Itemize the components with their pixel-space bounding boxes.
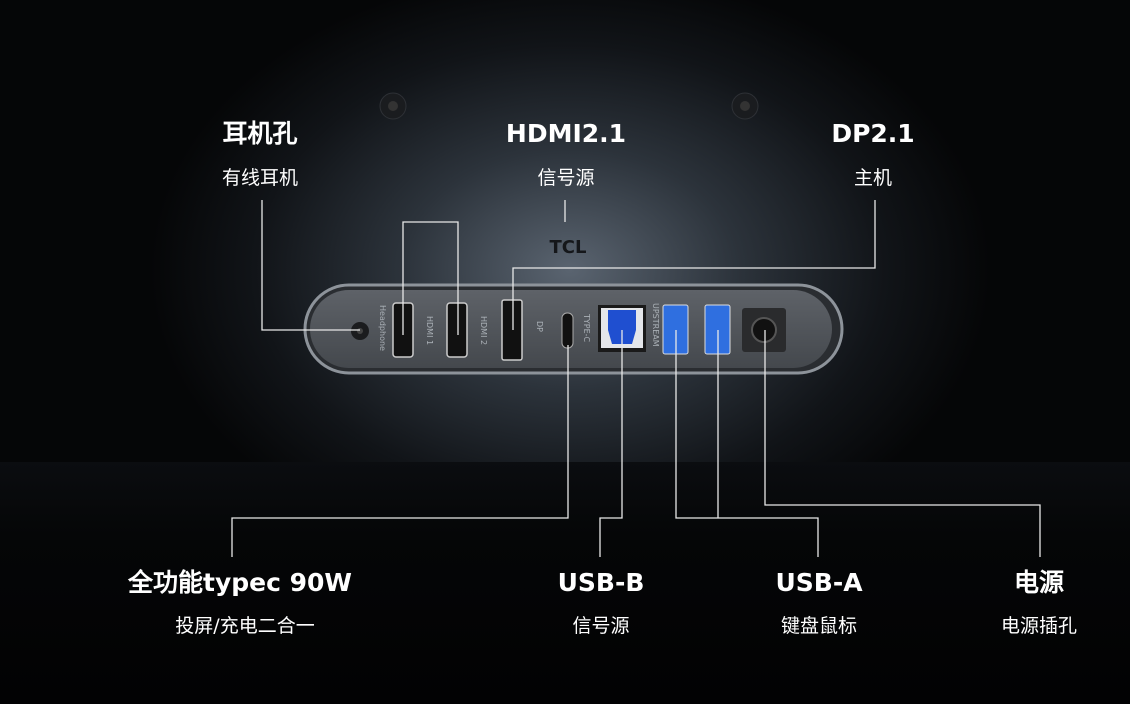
headphone-subtitle: 有线耳机 xyxy=(222,167,298,189)
dp-port-icon xyxy=(501,299,523,361)
power-port-icon xyxy=(742,308,786,352)
headphone-title: 耳机孔 xyxy=(222,119,297,148)
typec-subtitle: 投屏/充电二合一 xyxy=(175,615,314,637)
usbb-title: USB-B xyxy=(558,568,645,597)
usbb-subtitle: 信号源 xyxy=(572,615,629,637)
panel-label-upstream: UPSTREAM xyxy=(651,303,660,347)
panel-label-typec: TYPE-C xyxy=(582,313,591,343)
power-title: 电源 xyxy=(1014,568,1064,597)
headphone-jack-icon xyxy=(351,322,369,340)
panel-label-hdmi1: HDMI 1 xyxy=(425,316,434,345)
usba-title: USB-A xyxy=(775,568,863,597)
mount-screw-icon xyxy=(731,92,759,120)
dp-subtitle: 主机 xyxy=(854,167,892,189)
typec-title: 全功能typec 90W xyxy=(127,568,352,597)
monitor-stand-shadow xyxy=(0,462,1130,704)
hdmi-title: HDMI2.1 xyxy=(506,119,626,148)
mount-screw-icon xyxy=(379,92,407,120)
hdmi-subtitle: 信号源 xyxy=(537,167,594,189)
hdmi2-port-icon xyxy=(446,302,468,358)
dp-title: DP2.1 xyxy=(831,119,914,148)
power-subtitle: 电源插孔 xyxy=(1001,615,1077,637)
brand-logo: TCL xyxy=(550,237,587,258)
panel-label-hdmi2: HDMI 2 xyxy=(479,316,488,345)
leader-lines xyxy=(231,200,1041,557)
typec-port-icon xyxy=(561,312,574,349)
panel-label-dp: DP xyxy=(535,321,544,332)
usba-subtitle: 键盘鼠标 xyxy=(781,615,857,637)
panel-label-headphone: Headphone xyxy=(378,305,387,351)
